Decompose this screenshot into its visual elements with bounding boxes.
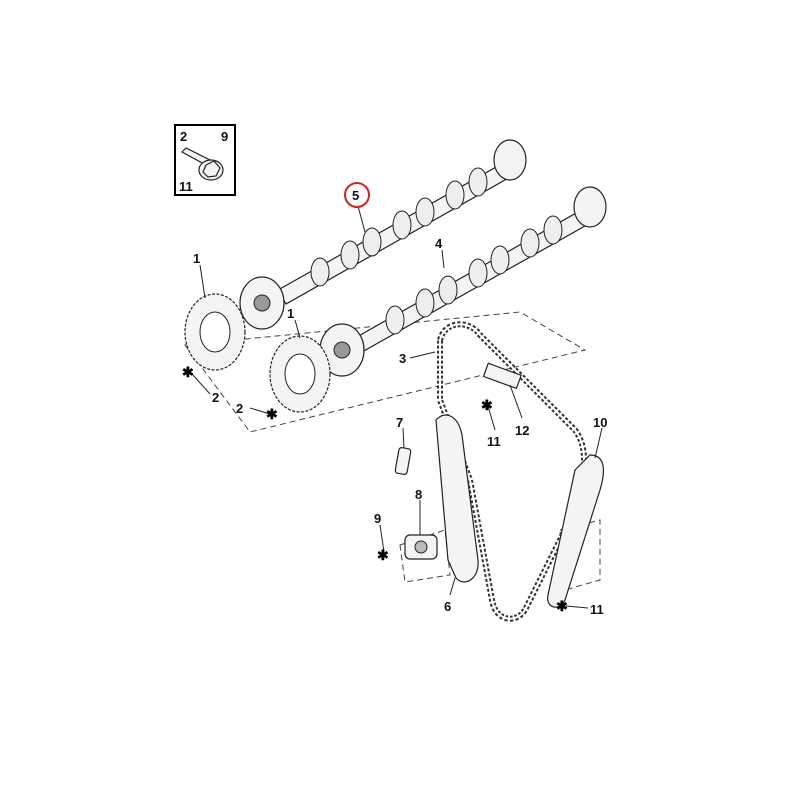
fixed-guide-rail [547,454,605,608]
highlight-circle [344,182,370,208]
guide-frame [559,519,601,591]
callout-1-sprocket[interactable]: 1 [193,251,200,266]
guide-pin [394,447,412,475]
asterisk-icon: ✱ [266,406,278,422]
asterisk-icon: ✱ [481,397,493,413]
callout-12-upper-guide[interactable]: 12 [515,423,529,438]
bolt-icon [181,147,224,181]
callout-7-pin[interactable]: 7 [396,415,403,430]
callout-9-bolt[interactable]: 9 [374,511,381,526]
callout-2-bolt[interactable]: 2 [212,390,219,405]
exhaust-camshaft [277,139,527,305]
legend-label-11: 11 [179,179,193,194]
callout-6-guide[interactable]: 6 [444,599,451,614]
fastener-legend-box: 2 9 11 [174,124,236,196]
sprocket-exhaust [184,293,246,371]
callout-8-tensioner[interactable]: 8 [415,487,422,502]
callout-10-guide[interactable]: 10 [593,415,607,430]
asterisk-icon: ✱ [556,598,568,614]
phaser-exhaust [239,276,285,330]
callout-11-bolt[interactable]: 11 [487,434,501,449]
sprocket-intake [269,335,331,413]
torque-markers: ✱ ✱ ✱ ✱ ✱ [182,364,568,614]
leader-lines [191,205,603,609]
callout-4-camshaft[interactable]: 4 [435,236,443,251]
callout-1-sprocket[interactable]: 1 [287,306,294,321]
legend-label-2: 2 [180,129,187,144]
callout-5-camshaft[interactable]: 5 [352,188,359,203]
tensioner-guide-rail [435,414,479,583]
asterisk-icon: ✱ [377,547,389,563]
callout-2-bolt[interactable]: 2 [236,401,243,416]
callout-3-chain[interactable]: 3 [399,351,406,366]
chain-tensioner [404,534,438,560]
legend-label-9: 9 [221,129,228,144]
asterisk-icon: ✱ [182,364,194,380]
intake-camshaft [354,186,607,353]
phaser-intake [319,323,365,377]
callout-11-bolt[interactable]: 11 [590,602,604,617]
upper-chain-guide [482,362,522,390]
